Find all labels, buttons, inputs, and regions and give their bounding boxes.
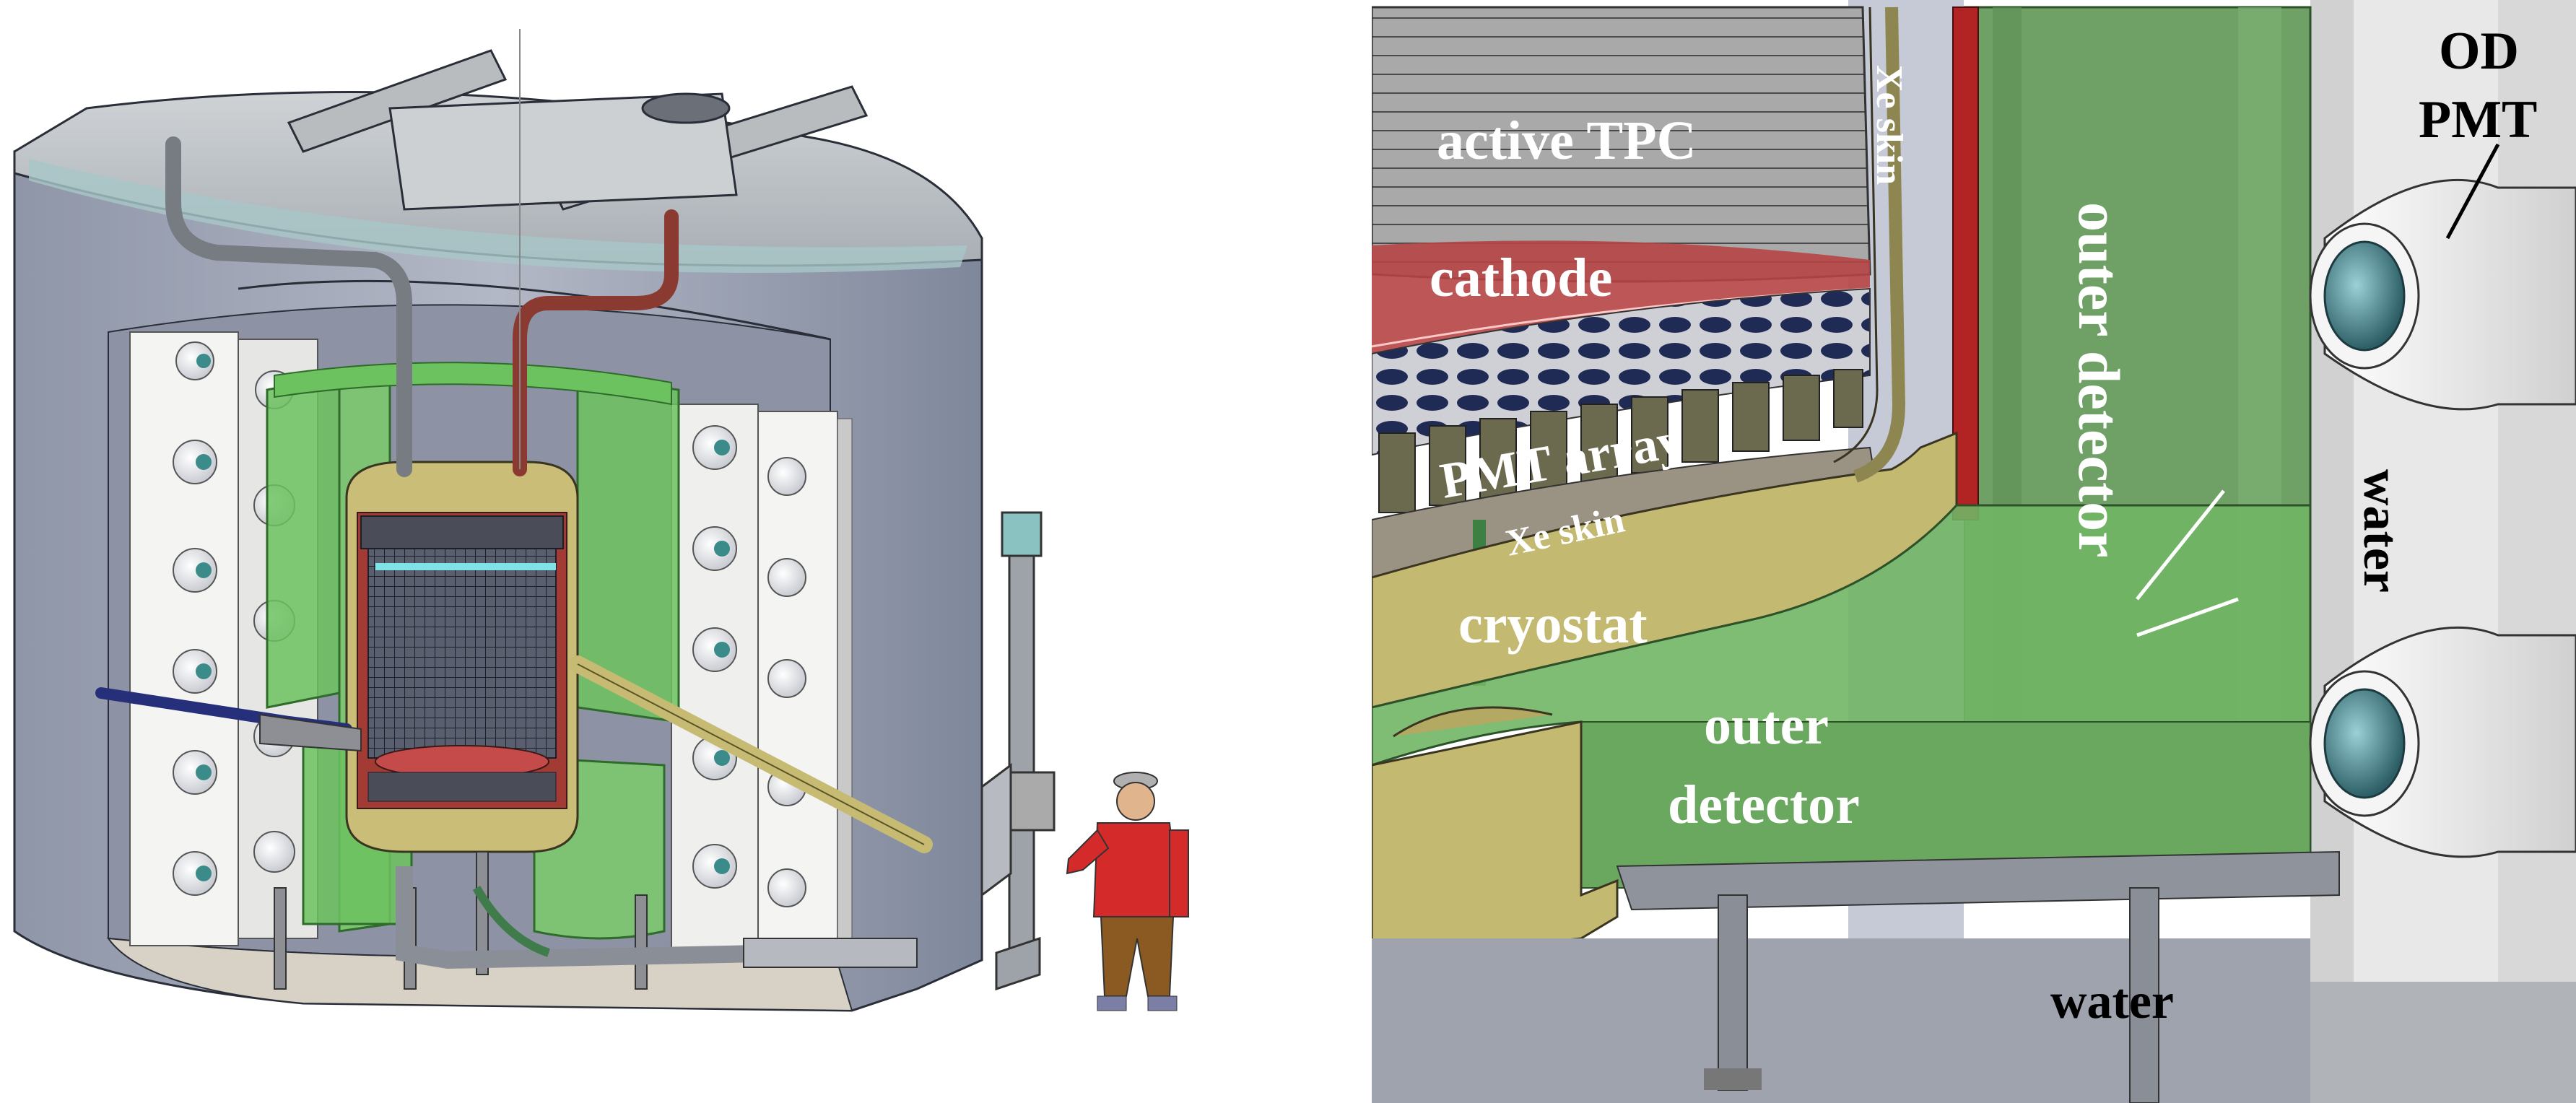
cryostat-leader-2	[2136, 597, 2239, 637]
pmt-array-cans	[1378, 369, 1863, 513]
label-water-bottom: water	[2050, 974, 2174, 1029]
bottom-pipes	[396, 866, 795, 969]
label-outer-detector-vertical: outer detector	[2066, 202, 2132, 558]
cryostat-bottom-plate	[1372, 720, 1619, 962]
copper-pipe	[513, 209, 679, 476]
cryostat-inner-edge	[1833, 6, 1879, 463]
gray-pipe	[165, 136, 412, 477]
label-outer-detector-line1: outer	[1704, 695, 1829, 756]
label-od-pmt-line1: OD	[2439, 22, 2519, 81]
cryostat-leader-1	[2136, 489, 2225, 601]
label-active-tpc: active TPC	[1437, 110, 1697, 171]
tpc-field-cage	[367, 548, 557, 759]
label-water-vertical: water	[2353, 469, 2409, 593]
bottom-pmt-holes	[1372, 287, 1871, 456]
support-leg-left	[1718, 894, 1748, 1091]
zoom-section-drawing: active TPC cathode Xe skin PMT array Xe …	[1372, 0, 2576, 1103]
lid-beams	[287, 49, 869, 211]
left-panel-cutaway	[13, 29, 1189, 1012]
right-panel-zoom: active TPC cathode Xe skin PMT array Xe …	[1372, 0, 2576, 1103]
lid-cutaway-light	[29, 159, 967, 273]
od-pmt-leader	[2445, 143, 2500, 240]
top-pmt-array	[360, 515, 564, 549]
person-for-scale	[1066, 772, 1189, 1011]
label-outer-detector-line2: detector	[1668, 775, 1860, 835]
od-pmt-panels-right	[671, 404, 853, 954]
external-pipe-assembly	[980, 511, 1056, 991]
bottom-pmt-array	[367, 772, 557, 802]
support-leg-right	[2129, 887, 2159, 1103]
od-pmt-bottom	[2309, 626, 2576, 858]
label-xe-skin-vertical: Xe skin	[1868, 65, 1910, 185]
label-cathode: cathode	[1430, 248, 1612, 308]
tank-cutaway-drawing	[13, 29, 1189, 1012]
od-pmt-top	[2309, 178, 2576, 411]
label-cryostat: cryostat	[1458, 594, 1648, 655]
gate-grid	[375, 563, 556, 570]
label-od-pmt-line2: PMT	[2419, 90, 2537, 149]
